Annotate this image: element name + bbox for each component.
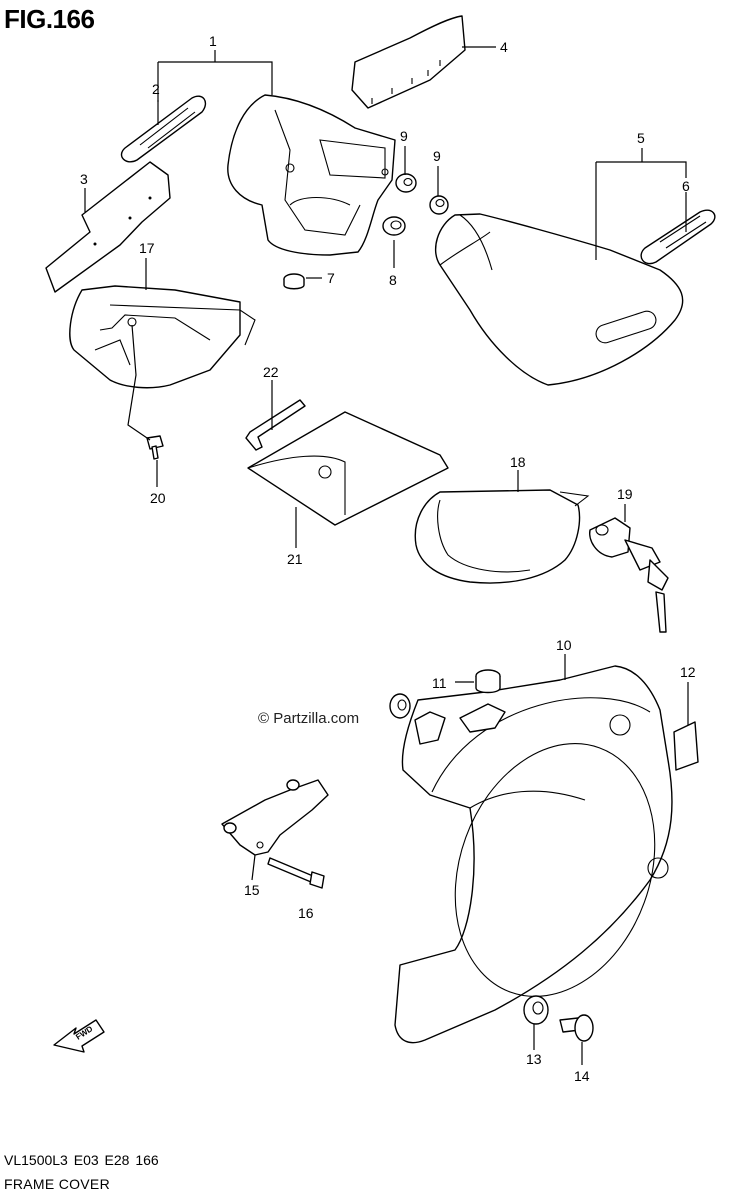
label-12[interactable] — [673, 721, 699, 771]
footer-section-name: FRAME COVER — [4, 1176, 110, 1192]
bolt-16[interactable] — [267, 857, 325, 889]
grommet-9-b[interactable] — [429, 195, 449, 215]
tool-bag-21[interactable] — [247, 411, 449, 526]
callout-6: 6 — [682, 178, 690, 194]
grommet-8[interactable] — [382, 216, 406, 236]
heat-shield-sheet-right[interactable] — [351, 15, 466, 109]
callout-10: 10 — [556, 637, 572, 653]
figure-title: FIG.166 — [4, 4, 95, 34]
grommet-13[interactable] — [523, 995, 549, 1025]
grommet-9-a[interactable] — [395, 173, 417, 193]
bracket-15[interactable] — [221, 779, 329, 856]
callout-4: 4 — [500, 39, 508, 55]
grommet-loose[interactable] — [389, 693, 411, 719]
callout-numbers: 1 2 3 4 5 6 7 8 9 9 10 11 12 13 14 15 16… — [80, 33, 696, 1084]
push-pin-14[interactable] — [559, 1014, 594, 1042]
callout-11: 11 — [432, 675, 447, 691]
frame-cover-10[interactable] — [394, 665, 689, 1044]
callout-14: 14 — [574, 1068, 590, 1084]
heat-shield-sheet-left[interactable] — [45, 161, 171, 293]
callout-19: 19 — [617, 486, 633, 502]
grommet-11[interactable] — [475, 669, 501, 694]
callout-5: 5 — [637, 130, 645, 146]
callout-20: 20 — [150, 490, 166, 506]
lock-with-keys-19[interactable] — [589, 517, 669, 633]
tool-case-18[interactable] — [414, 489, 590, 584]
callout-13: 13 — [526, 1051, 542, 1067]
callout-3: 3 — [80, 171, 88, 187]
emblem-left[interactable] — [120, 95, 207, 163]
leader-lines — [84, 46, 689, 1065]
callout-17: 17 — [139, 240, 155, 256]
callout-2: 2 — [152, 81, 160, 97]
emblem-right[interactable] — [640, 209, 716, 265]
callout-15: 15 — [244, 882, 260, 898]
bracket-box-17[interactable] — [69, 285, 256, 389]
callout-21: 21 — [287, 551, 303, 567]
frame-cover-left[interactable] — [227, 94, 396, 256]
callout-8: 8 — [389, 272, 397, 288]
footer-figure-code: VL1500L3 E03 E28 166 — [4, 1152, 159, 1168]
callout-1: 1 — [209, 33, 217, 49]
callout-16: 16 — [298, 905, 314, 921]
forward-direction-arrow: FWD — [53, 1019, 105, 1053]
watermark: © Partzilla.com — [258, 710, 359, 727]
grommet-7[interactable] — [283, 273, 305, 290]
callout-18: 18 — [510, 454, 526, 470]
frame-cover-right[interactable] — [435, 213, 684, 386]
callout-22: 22 — [263, 364, 279, 380]
callout-12: 12 — [680, 664, 696, 680]
bolt-20[interactable] — [146, 435, 164, 460]
callout-9-b: 9 — [433, 148, 441, 164]
hex-wrench-22[interactable] — [245, 399, 306, 451]
callout-9-a: 9 — [400, 128, 408, 144]
callout-7: 7 — [327, 270, 335, 286]
